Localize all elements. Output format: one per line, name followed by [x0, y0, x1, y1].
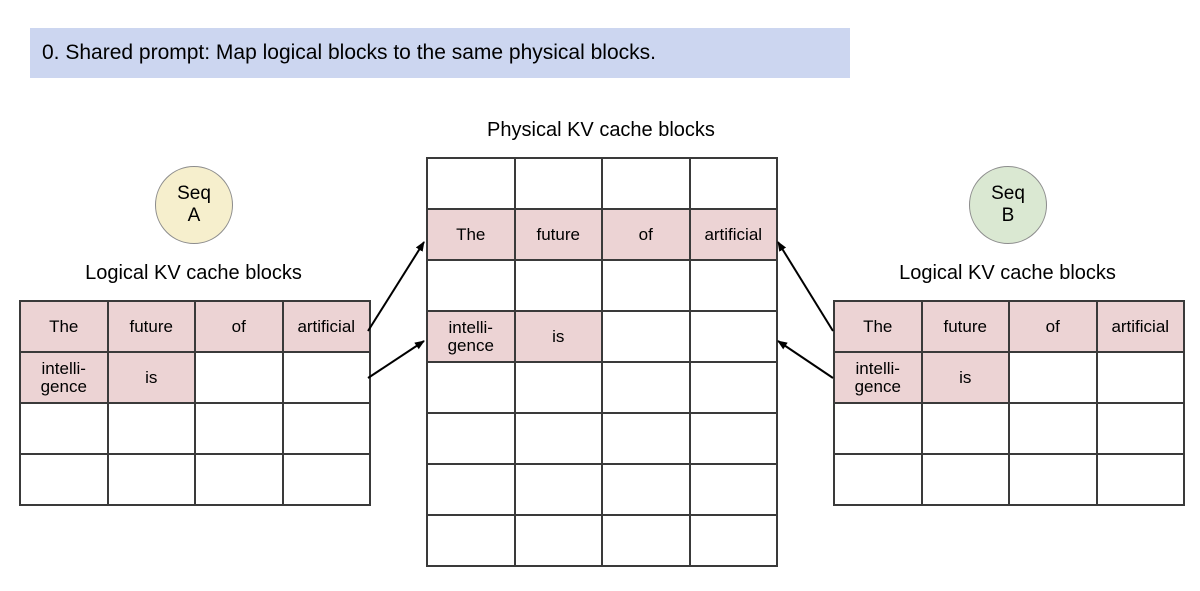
kv-cell — [428, 516, 516, 567]
kv-cell: future — [515, 210, 603, 261]
kv-cell — [196, 455, 284, 506]
kv-cell — [922, 455, 1010, 506]
kv-cell — [690, 312, 778, 363]
kv-cell — [1010, 404, 1098, 455]
kv-cell: intelli-gence — [428, 312, 516, 363]
kv-cell — [1010, 353, 1098, 404]
left-table-caption: Logical KV cache blocks — [85, 262, 302, 284]
kv-cell: future — [922, 302, 1010, 353]
kv-cell: is — [515, 312, 603, 363]
kv-cell — [835, 404, 923, 455]
kv-cell — [428, 363, 516, 414]
kv-cell — [603, 312, 691, 363]
kv-cell — [196, 353, 284, 404]
arrow-left-row1-to-physical-row2 — [367, 241, 425, 332]
kv-cell — [428, 159, 516, 210]
kv-cell: The — [428, 210, 516, 261]
seq-b-label-line2: B — [1001, 205, 1015, 226]
kv-cell — [21, 404, 109, 455]
kv-cell — [603, 261, 691, 312]
kv-cell — [515, 159, 603, 210]
kv-cell — [603, 516, 691, 567]
kv-cell — [108, 404, 196, 455]
kv-cell: artificial — [283, 302, 371, 353]
kv-cell — [690, 414, 778, 465]
kv-cell: The — [21, 302, 109, 353]
kv-cell: of — [196, 302, 284, 353]
kv-cell — [108, 455, 196, 506]
kv-cell — [922, 404, 1010, 455]
physical-table-caption: Physical KV cache blocks — [487, 119, 715, 141]
shared-prompt-banner: 0. Shared prompt: Map logical blocks to … — [30, 28, 850, 78]
kv-cell — [283, 455, 371, 506]
kv-cell — [690, 363, 778, 414]
seq-a-label-line1: Seq — [177, 183, 211, 205]
kv-cell: artificial — [1097, 302, 1185, 353]
seq-b-label-line1: Seq — [991, 183, 1025, 205]
kv-cell — [428, 414, 516, 465]
kv-cell — [283, 404, 371, 455]
kv-cell — [603, 159, 691, 210]
kv-cell — [515, 465, 603, 516]
kv-cell — [515, 516, 603, 567]
kv-cell: artificial — [690, 210, 778, 261]
shared-prompt-text: 0. Shared prompt: Map logical blocks to … — [42, 41, 656, 65]
kv-cell: The — [835, 302, 923, 353]
kv-cell — [603, 465, 691, 516]
kv-cell — [1010, 455, 1098, 506]
kv-cell: of — [603, 210, 691, 261]
kv-cell — [196, 404, 284, 455]
seq-a-badge: Seq A — [155, 166, 233, 244]
kv-cell: of — [1010, 302, 1098, 353]
kv-cell — [515, 363, 603, 414]
seq-a-label-line2: A — [187, 205, 201, 226]
arrow-left-row2-to-physical-row4 — [367, 340, 425, 379]
kv-cell — [1097, 455, 1185, 506]
right-table-caption: Logical KV cache blocks — [899, 262, 1116, 284]
kv-cell — [1097, 404, 1185, 455]
kv-cell: is — [108, 353, 196, 404]
kv-cell — [515, 414, 603, 465]
kv-cell: future — [108, 302, 196, 353]
kv-cell — [428, 261, 516, 312]
kv-cell — [690, 261, 778, 312]
kv-cell — [690, 159, 778, 210]
kv-cell: intelli-gence — [835, 353, 923, 404]
kv-cell — [690, 465, 778, 516]
arrow-right-row2-to-physical-row4 — [777, 340, 834, 379]
kv-cell — [283, 353, 371, 404]
arrow-right-row1-to-physical-row2 — [777, 241, 834, 332]
kv-cell — [21, 455, 109, 506]
kv-cell: is — [922, 353, 1010, 404]
kv-cell — [603, 363, 691, 414]
kv-cell — [835, 455, 923, 506]
kv-cell — [603, 414, 691, 465]
kv-cell — [428, 465, 516, 516]
seq-b-badge: Seq B — [969, 166, 1047, 244]
kv-cell — [690, 516, 778, 567]
kv-cell: intelli-gence — [21, 353, 109, 404]
kv-cell — [1097, 353, 1185, 404]
kv-cell — [515, 261, 603, 312]
